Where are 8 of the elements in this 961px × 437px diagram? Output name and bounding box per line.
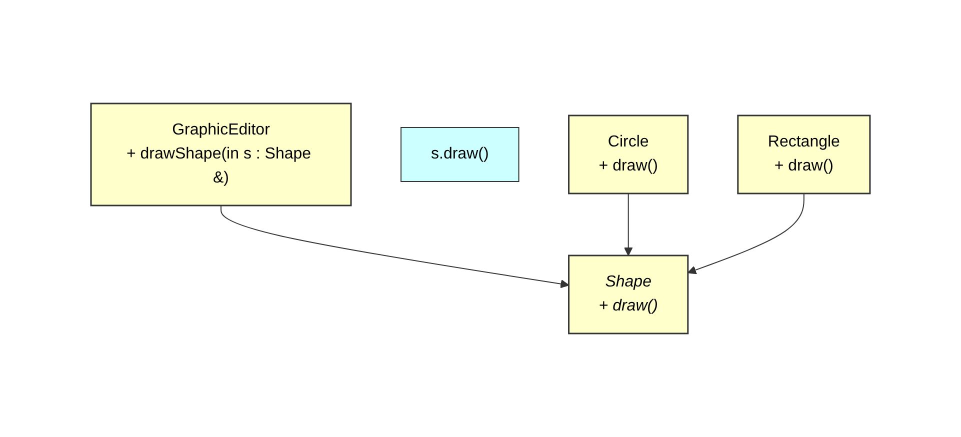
node-box: Shape + draw() (568, 254, 689, 334)
node-box: s.draw() (400, 127, 520, 182)
node-box: Circle + draw() (568, 114, 689, 194)
node-box: GraphicEditor + drawShape(in s : Shape &) (90, 102, 352, 206)
arrow (624, 193, 633, 256)
node-box: Rectangle + draw() (737, 114, 871, 194)
arrow (220, 205, 570, 288)
arrow (688, 193, 804, 274)
